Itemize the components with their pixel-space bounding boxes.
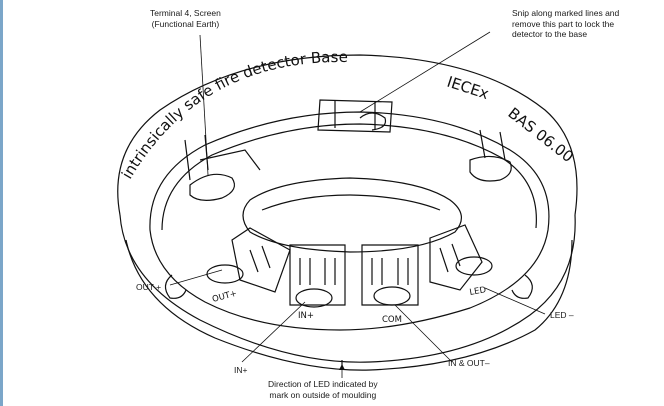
mark-com: COM <box>382 315 402 325</box>
base-outer-rim <box>117 54 578 216</box>
terminal-block-led <box>429 224 483 291</box>
label-terminal-4: Terminal 4, Screen (Functional Earth) <box>150 8 221 29</box>
label-in-plus: IN+ <box>234 365 248 375</box>
screw-in <box>295 288 333 308</box>
leader-led-minus <box>484 287 546 315</box>
label-led-direction: Direction of LED indicated by mark on ou… <box>268 379 378 400</box>
label-out-plus: OUT + <box>136 282 162 292</box>
leader-in-plus <box>241 301 306 363</box>
left-border-rule <box>0 0 3 406</box>
locking-tab <box>317 99 393 133</box>
terminal-block-com <box>361 244 419 306</box>
label-in-out-minus: IN & OUT– <box>448 358 490 368</box>
screw-out <box>206 264 244 284</box>
mark-out-plus: OUT+ <box>211 289 238 305</box>
ring-bas-text: BAS 06.00 <box>505 104 577 166</box>
label-led-minus: LED – <box>550 310 574 320</box>
terminal-block-in <box>289 244 346 306</box>
label-snip-instructions: Snip along marked lines and remove this … <box>512 8 620 39</box>
base-inner-rim-2 <box>161 123 537 231</box>
terminal-block-out <box>231 227 291 293</box>
leader-terminal4 <box>199 34 209 176</box>
terminal-4-screw <box>189 173 235 201</box>
mark-in-plus: IN+ <box>298 311 314 321</box>
terminal-upper-right-screw <box>469 155 512 182</box>
mark-led: LED <box>469 285 488 298</box>
leader-snip <box>359 31 491 113</box>
screw-com <box>373 286 411 306</box>
centre-hub <box>242 177 462 253</box>
leader-in-out-minus <box>394 304 453 363</box>
leader-out-plus <box>169 269 223 286</box>
screw-led <box>455 256 493 276</box>
direction-arrow-head <box>339 364 345 370</box>
base-outer-skirt-lower <box>125 239 573 371</box>
base-outer-skirt <box>119 214 576 363</box>
base-inner-rim <box>149 111 550 331</box>
ring-iecex-text: IECEx <box>445 73 491 103</box>
